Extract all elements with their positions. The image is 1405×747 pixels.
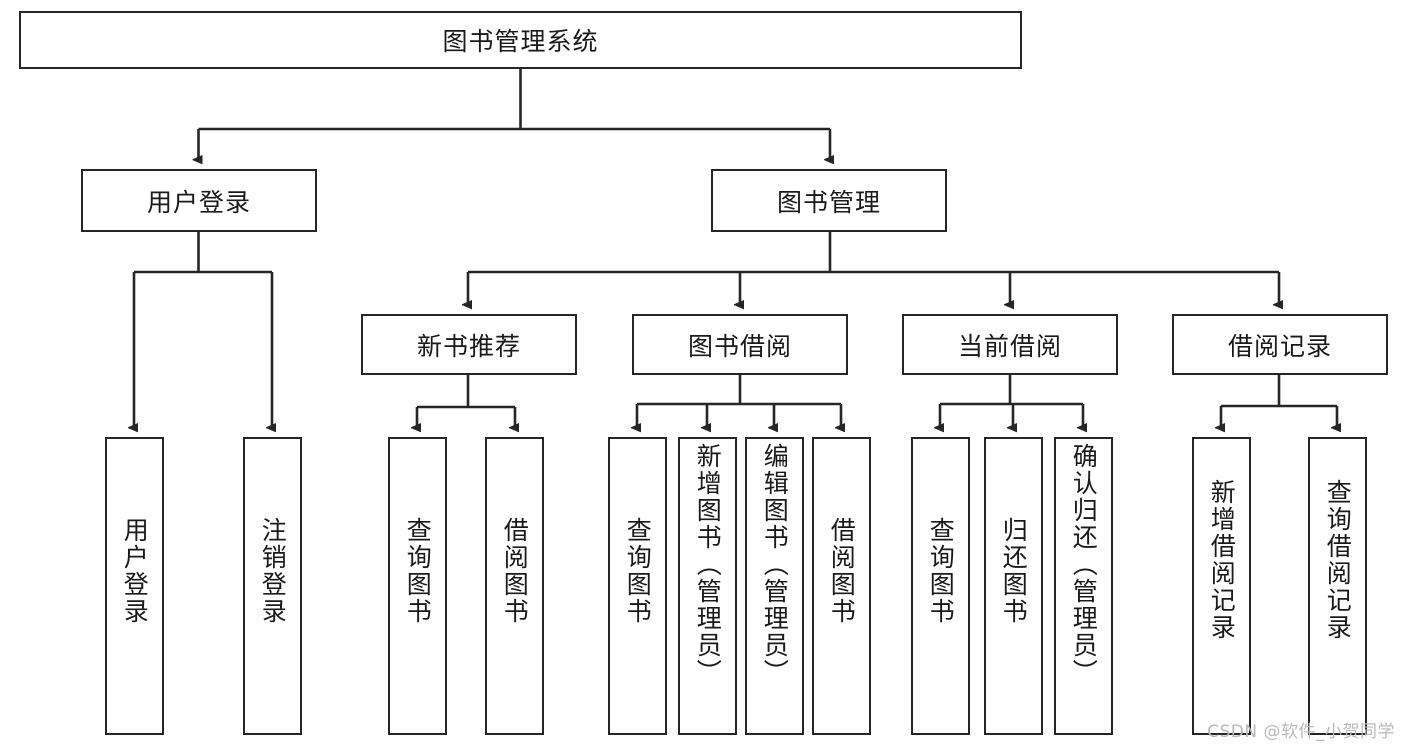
node-new-book-recommend[interactable]: 新书推荐	[361, 314, 577, 375]
node-book-borrow[interactable]: 图书借阅	[632, 314, 848, 375]
node-user-login[interactable]: 用户登录	[81, 169, 317, 232]
node-book-borrow-label: 图书借阅	[687, 331, 792, 361]
node-current-borrow[interactable]: 当前借阅	[902, 314, 1118, 375]
node-leaf-query-borrow-record[interactable]: 查询借阅记录	[1308, 437, 1367, 735]
node-leaf-borrow-book-label: 借阅图书	[827, 517, 857, 625]
node-leaf-borrow-book-recommend-label: 借阅图书	[500, 517, 530, 625]
node-leaf-add-borrow-record[interactable]: 新增借阅记录	[1192, 437, 1251, 735]
node-leaf-edit-book-label: 编辑图书（管理员）	[760, 443, 790, 686]
node-borrow-records[interactable]: 借阅记录	[1172, 314, 1388, 375]
node-leaf-add-book[interactable]: 新增图书（管理员）	[678, 437, 737, 735]
node-current-borrow-label: 当前借阅	[957, 331, 1062, 361]
node-leaf-query-book-current[interactable]: 查询图书	[911, 437, 970, 735]
node-root-label: 图书管理系统	[442, 27, 599, 56]
node-leaf-add-book-label: 新增图书（管理员）	[693, 443, 723, 686]
node-user-login-label: 用户登录	[146, 187, 251, 217]
node-leaf-query-book-recommend[interactable]: 查询图书	[388, 437, 447, 735]
node-leaf-logout[interactable]: 注销登录	[243, 437, 302, 735]
node-leaf-borrow-book-recommend[interactable]: 借阅图书	[485, 437, 544, 735]
node-new-book-recommend-label: 新书推荐	[416, 331, 521, 361]
node-leaf-query-book-recommend-label: 查询图书	[403, 517, 433, 625]
node-book-manage[interactable]: 图书管理	[711, 169, 947, 232]
node-leaf-edit-book[interactable]: 编辑图书（管理员）	[745, 437, 804, 735]
csdn-watermark: CSDN @软件_小贺同学	[1207, 722, 1395, 742]
node-leaf-add-borrow-record-label: 新增借阅记录	[1207, 479, 1237, 641]
node-leaf-query-borrow-record-label: 查询借阅记录	[1323, 479, 1353, 641]
node-leaf-confirm-return-label: 确认归还（管理员）	[1069, 443, 1099, 686]
node-book-manage-label: 图书管理	[776, 187, 881, 217]
node-leaf-return-book[interactable]: 归还图书	[984, 437, 1043, 735]
node-borrow-records-label: 借阅记录	[1227, 331, 1332, 361]
node-root-system[interactable]: 图书管理系统	[19, 11, 1022, 69]
node-leaf-borrow-book[interactable]: 借阅图书	[812, 437, 871, 735]
node-leaf-user-login-label: 用户登录	[120, 517, 150, 625]
node-leaf-query-book-current-label: 查询图书	[926, 517, 956, 625]
node-leaf-return-book-label: 归还图书	[999, 517, 1029, 625]
node-leaf-query-book-borrow-label: 查询图书	[623, 517, 653, 625]
node-leaf-user-login[interactable]: 用户登录	[105, 437, 164, 735]
node-leaf-query-book-borrow[interactable]: 查询图书	[608, 437, 667, 735]
node-leaf-logout-label: 注销登录	[258, 517, 288, 625]
node-leaf-confirm-return[interactable]: 确认归还（管理员）	[1054, 437, 1113, 735]
